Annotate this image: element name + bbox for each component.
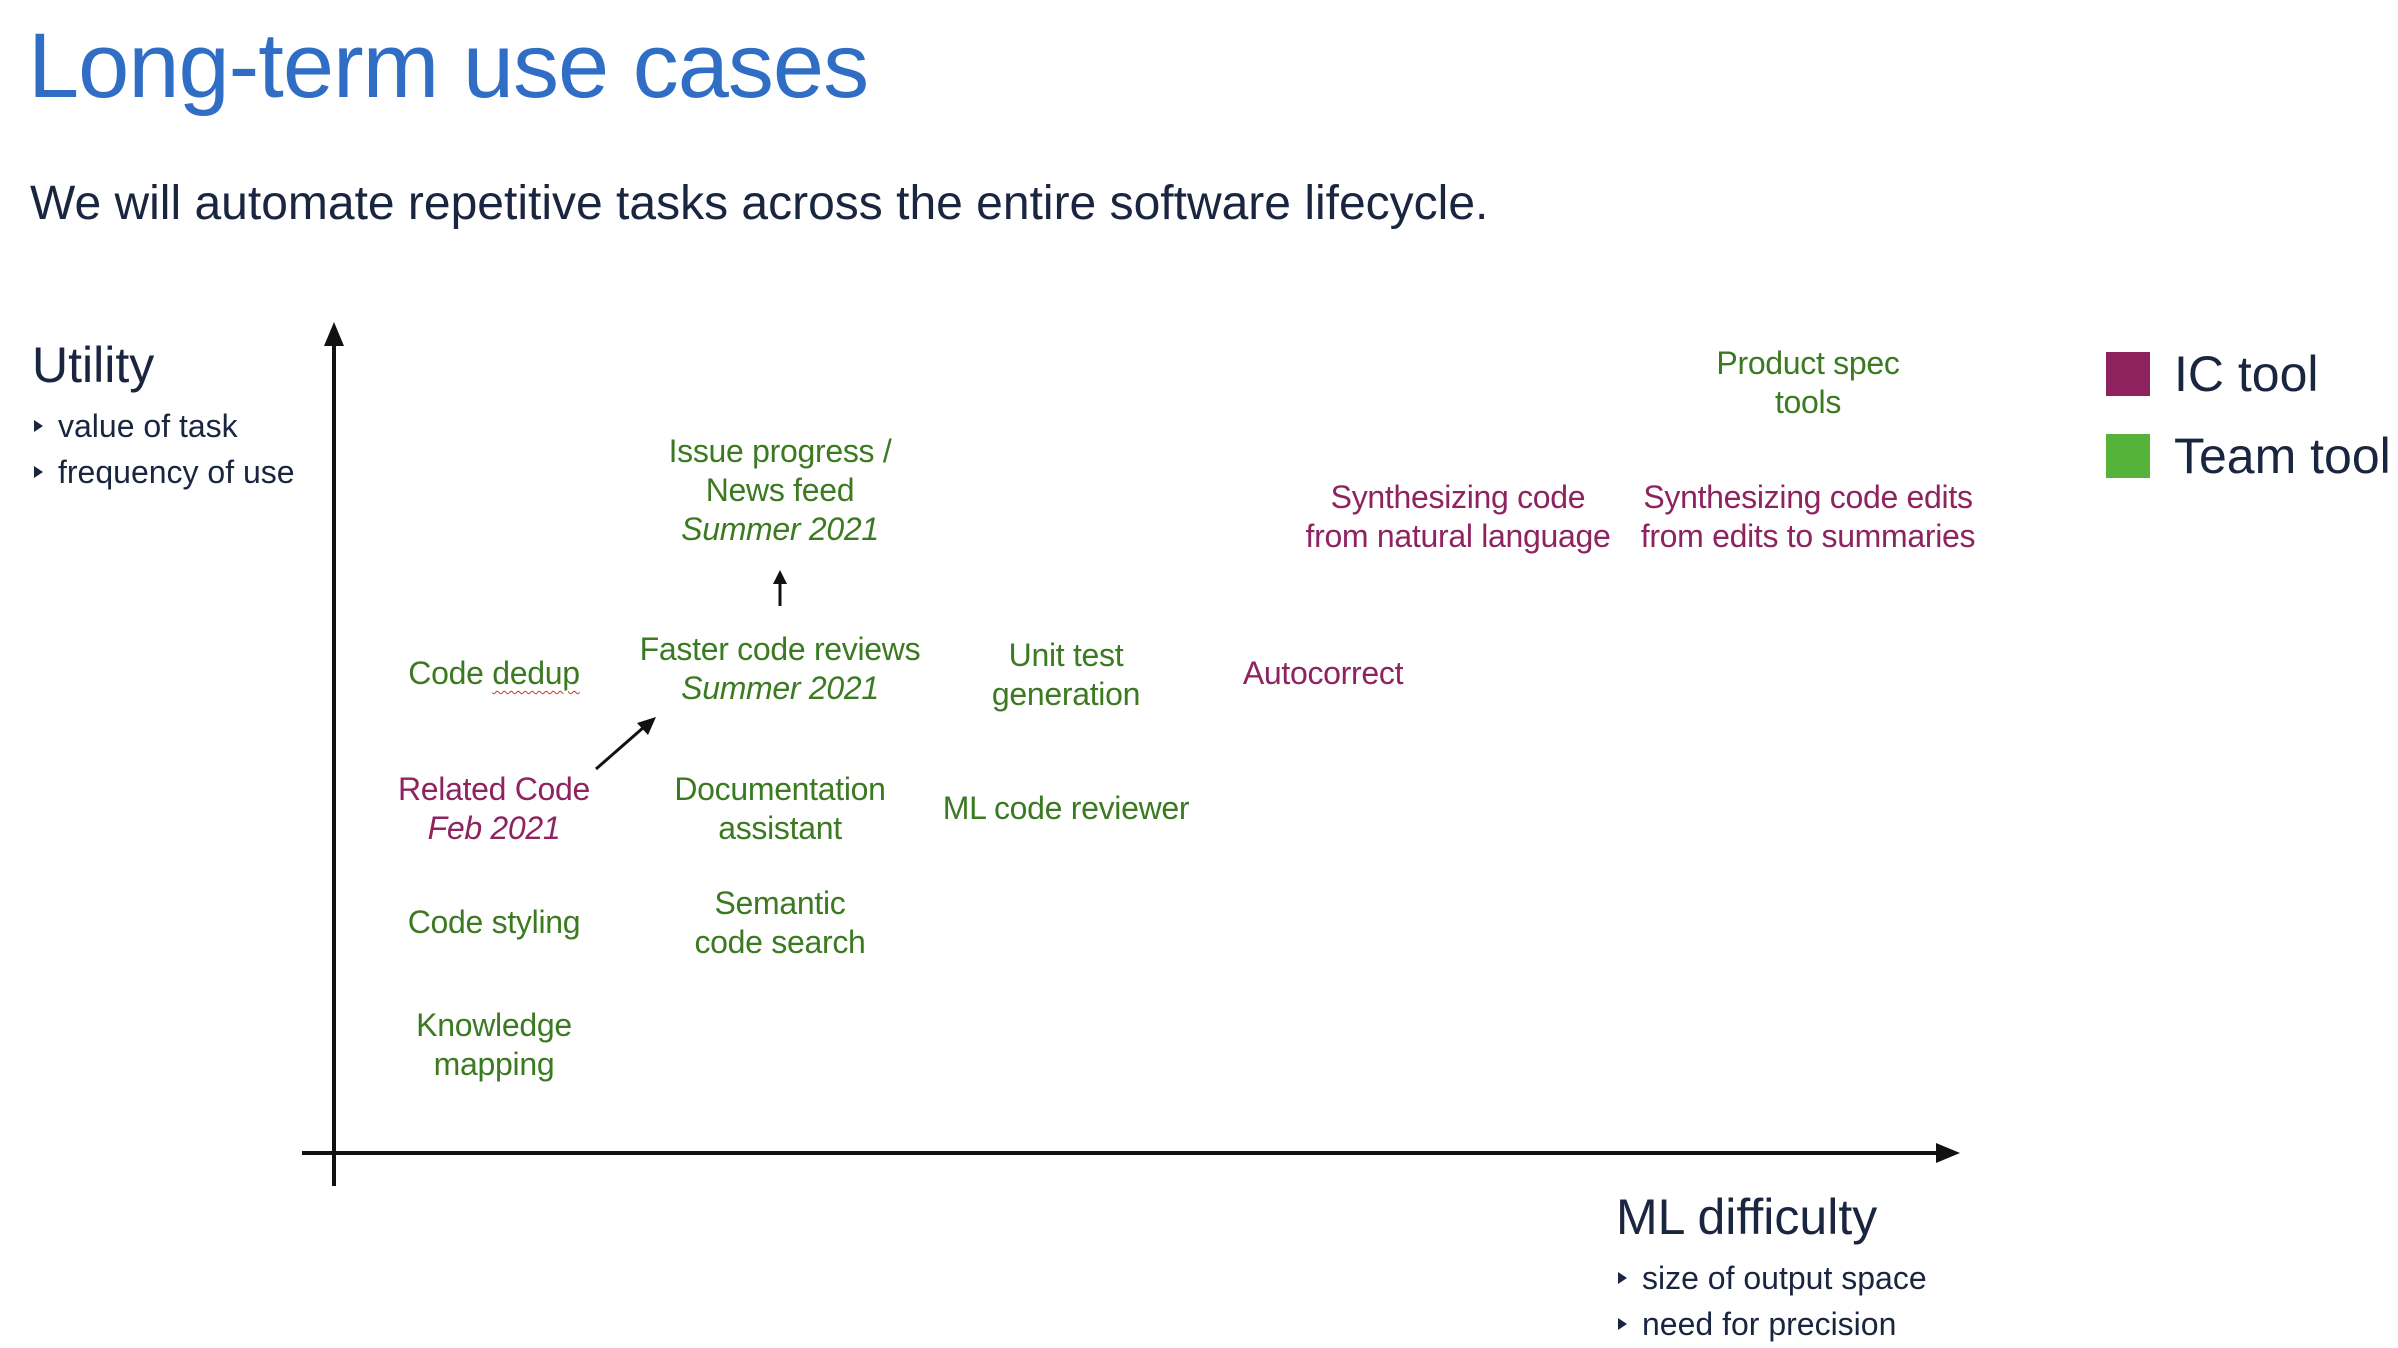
- x-axis-bullet-text: need for precision: [1642, 1306, 1897, 1342]
- bullet-triangle-icon: [1618, 1272, 1627, 1284]
- bullet-triangle-icon: [34, 420, 43, 432]
- use-case-label: generation: [991, 676, 1141, 712]
- use-case-label: from edits to summaries: [1640, 518, 1976, 554]
- use-case-label: Synthesizing code: [1330, 479, 1586, 515]
- y-axis-arrowhead-icon: [324, 322, 344, 346]
- x-axis-bullets: size of output space need for precision: [1616, 1255, 1927, 1347]
- use-case-label: News feed: [705, 472, 855, 508]
- legend-ic-tool: IC tool: [2106, 345, 2319, 403]
- use-case-label: Autocorrect: [1242, 655, 1404, 691]
- use-case-label: Unit test: [1008, 637, 1124, 673]
- y-axis-bullet: value of task: [32, 403, 295, 449]
- use-case-label: Related Code: [397, 771, 591, 807]
- use-case-label: tools: [1774, 384, 1842, 420]
- connector-arrowhead-icon: [637, 717, 656, 735]
- bullet-triangle-icon: [34, 466, 43, 478]
- use-case-ml-code-reviewer: ML code reviewer: [943, 789, 1190, 828]
- legend-swatch-ic: [2106, 352, 2150, 396]
- y-axis-bullet: frequency of use: [32, 449, 295, 495]
- x-axis-bullet: need for precision: [1616, 1301, 1927, 1347]
- use-case-label: Semantic: [714, 885, 846, 921]
- use-case-label: mapping: [433, 1046, 555, 1082]
- legend-team-tool: Team tool: [2106, 427, 2391, 485]
- use-case-label: ML code reviewer: [942, 790, 1190, 826]
- y-axis-bullet-text: value of task: [58, 408, 238, 444]
- legend-label-ic: IC tool: [2174, 346, 2319, 402]
- use-case-autocorrect: Autocorrect: [1242, 654, 1404, 693]
- use-case-date: Summer 2021: [681, 670, 879, 706]
- x-axis-arrowhead-icon: [1936, 1143, 1960, 1163]
- page-subtitle: We will automate repetitive tasks across…: [30, 177, 1489, 230]
- legend-swatch-team: [2106, 434, 2150, 478]
- use-case-label: from natural language: [1305, 518, 1611, 554]
- use-case-code-dedup: Code dedup: [408, 654, 580, 693]
- use-case-label: Documentation: [674, 771, 886, 807]
- spellcheck-underline: dedup: [492, 655, 580, 691]
- use-case-label: code search: [694, 924, 866, 960]
- y-axis-bullet-text: frequency of use: [58, 454, 295, 490]
- x-axis-title: ML difficulty: [1616, 1189, 1878, 1245]
- use-case-label: assistant: [718, 810, 842, 846]
- use-case-label: Knowledge: [416, 1007, 572, 1043]
- use-case-label: Code styling: [407, 904, 581, 940]
- connector-related-to-reviews: [595, 725, 645, 771]
- y-axis-bullets: value of task frequency of use: [32, 403, 295, 495]
- legend-label-team: Team tool: [2174, 428, 2391, 484]
- connector-arrowhead-icon: [773, 570, 787, 584]
- use-case-label: Faster code reviews: [639, 631, 921, 667]
- bullet-triangle-icon: [1618, 1318, 1627, 1330]
- x-axis-bullet-text: size of output space: [1642, 1260, 1927, 1296]
- page-title: Long-term use cases: [28, 15, 869, 117]
- y-axis-title: Utility: [32, 337, 155, 393]
- use-case-label: Product spec: [1716, 345, 1900, 381]
- use-case-label: Synthesizing code edits: [1643, 479, 1973, 515]
- use-case-code-styling: Code styling: [408, 903, 581, 942]
- use-case-date: Feb 2021: [427, 810, 561, 846]
- use-case-label: Issue progress /: [668, 433, 892, 469]
- use-case-label: Code dedup: [408, 655, 580, 691]
- use-case-date: Summer 2021: [681, 511, 879, 547]
- x-axis-bullet: size of output space: [1616, 1255, 1927, 1301]
